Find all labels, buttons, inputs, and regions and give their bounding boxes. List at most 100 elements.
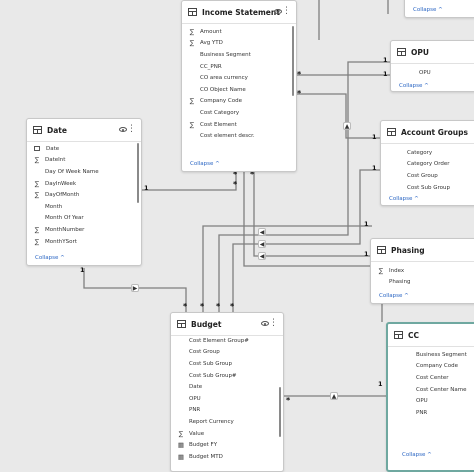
field-name: DateInt [45,157,66,164]
field-row[interactable]: Phasing [371,277,471,289]
calculator-icon: ▦ [177,441,185,450]
field-row[interactable]: ∑DateInt [27,155,135,167]
field-row[interactable]: PNR [398,407,470,419]
sigma-icon: ∑ [34,237,40,246]
table-header[interactable]: Budget ⋮ [171,313,283,336]
field-row[interactable]: Cost Center [398,372,470,384]
field-row[interactable]: Report Currency [171,416,277,428]
field-name: Cost Group [407,172,438,179]
field-row[interactable]: ∑ Avg YTD [182,38,290,50]
sigma-icon: ∑ [189,39,195,48]
field-row[interactable]: Date [27,143,135,155]
eye-icon[interactable] [274,9,282,14]
table-card-partial[interactable]: Collapse ^ [404,0,474,18]
field-row[interactable]: Cost Center Name [398,384,470,396]
field-row[interactable]: ∑DayInWeek [27,178,135,190]
field-row[interactable]: ▦Budget MTD [171,451,277,463]
field-name: Cost element descr. [200,133,255,140]
collapse-link[interactable]: Collapse ^ [399,83,429,89]
field-row[interactable]: OPU [171,393,277,405]
field-row[interactable]: OPU [401,67,471,79]
field-row[interactable]: Cost Sub Group [171,358,277,370]
collapse-link[interactable]: Collapse ^ [379,293,409,299]
field-name: PNR [189,407,201,414]
field-row[interactable]: PNR [171,405,277,417]
table-icon [188,8,197,16]
collapse-link[interactable]: Collapse ^ [389,196,419,202]
field-row[interactable]: ∑Index [371,265,471,277]
field-row[interactable]: ▦Budget FY [171,439,277,451]
card-one-account-b: 1 [372,164,377,172]
field-row[interactable]: ∑Value [171,428,277,440]
field-row[interactable]: ∑ MonthYSort [27,236,135,248]
field-name: PNR [416,409,428,416]
field-row[interactable]: ∑DayOfMonth [27,189,135,201]
field-row[interactable]: Month Of Year [27,213,135,225]
table-header[interactable]: Income Statement ⋮ [182,1,296,24]
field-row[interactable]: Cost Group [389,170,471,182]
field-row[interactable]: CO Object Name [182,84,290,96]
field-row[interactable]: ∑Amount [182,26,290,38]
field-name: Month Of Year [45,215,84,222]
card-many-budget-1: * [183,302,188,311]
table-header[interactable]: Account Groups [381,121,474,144]
rel-income-account [296,93,380,139]
field-row[interactable]: Business Segment [182,49,290,61]
table-icon [397,48,406,56]
field-row[interactable]: Date [171,381,277,393]
scrollbar[interactable] [292,26,294,96]
field-row[interactable]: Cost Category [182,107,290,119]
more-options-icon[interactable]: ⋮ [282,6,291,16]
field-row[interactable]: Cost Group [171,347,277,359]
sigma-icon: ∑ [378,266,384,275]
field-row[interactable]: OPU [398,395,470,407]
field-row[interactable]: ∑Company Code [182,96,290,108]
field-name: Budget MTD [189,453,223,460]
table-card-income-statement[interactable]: Income Statement ⋮ ∑Amount∑ Avg YTD Busine… [181,0,297,172]
table-icon [33,126,42,134]
field-name: Cost Center [416,374,449,381]
field-name: Avg YTD [200,40,223,47]
table-header[interactable]: CC [388,324,474,347]
field-row[interactable]: Business Segment [398,349,470,361]
field-row[interactable]: Cost Sub Group# [171,370,277,382]
scrollbar[interactable] [137,143,139,203]
field-row[interactable]: Category [389,147,471,159]
table-header[interactable]: Phasing [371,239,474,262]
collapse-link[interactable]: Collapse ^ [35,255,65,261]
field-row[interactable]: Month [27,201,135,213]
field-row[interactable]: ∑Cost Element [182,119,290,131]
field-row[interactable]: ∑MonthNumber [27,224,135,236]
field-row[interactable]: Cost element descr. [182,130,290,142]
field-row[interactable]: CC_PNR [182,61,290,73]
scrollbar[interactable] [279,387,281,437]
field-row[interactable]: Category Order [389,159,471,171]
more-options-icon[interactable]: ⋮ [127,124,136,134]
eye-icon[interactable] [119,127,127,132]
field-name: Cost Center Name [416,386,467,393]
table-header[interactable]: OPU [391,41,474,64]
more-options-icon[interactable]: ⋮ [269,318,278,328]
eye-icon[interactable] [261,321,269,326]
field-row[interactable]: Company Code [398,361,470,373]
field-name: MonthYSort [45,238,77,245]
field-row[interactable]: Cost Sub Group [389,182,471,194]
field-name: Date [189,384,203,391]
field-row[interactable]: Day Of Week Name [27,166,135,178]
field-row[interactable]: Cost Element Group# [171,335,277,347]
field-row[interactable]: CO area currency [182,72,290,84]
table-header[interactable]: Date ⋮ [27,119,141,142]
collapse-link[interactable]: Collapse ^ [413,7,443,13]
collapse-link[interactable]: Collapse ^ [402,452,432,458]
table-card-opu[interactable]: OPU OPU Collapse ^ [390,40,474,92]
table-icon [377,246,386,254]
arrow-up-icon: ▲ [343,122,351,130]
collapse-link[interactable]: Collapse ^ [190,161,220,167]
